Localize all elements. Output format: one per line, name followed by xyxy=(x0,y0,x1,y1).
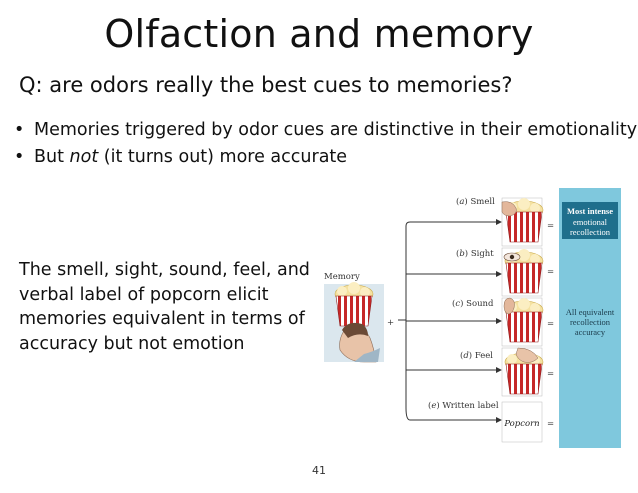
bullet-text: Memories triggered by odor cues are dist… xyxy=(34,120,638,140)
ear-icon xyxy=(503,297,515,315)
bullet-list: • Memories triggered by odor cues are dis… xyxy=(14,117,637,171)
cue-image-written: Popcorn xyxy=(501,401,543,443)
bullet-prefix: But xyxy=(34,147,70,167)
cue-label-feel: (d) Feel xyxy=(460,350,493,361)
top-result-line: recollection xyxy=(570,227,611,237)
cue-label-sound: (c) Sound xyxy=(452,298,494,309)
equals-sign: = xyxy=(547,369,554,379)
bottom-result-line: accuracy xyxy=(575,327,606,337)
top-result-line: emotional xyxy=(573,217,608,227)
bullet-dot: • xyxy=(14,120,25,140)
cue-image-feel xyxy=(501,347,544,397)
figure-description: The smell, sight, sound, feel, and verba… xyxy=(19,260,310,354)
slide-question: Q: are odors really the best cues to mem… xyxy=(19,73,513,97)
bullet-emphasis: not xyxy=(69,147,99,167)
person-head-illustration xyxy=(324,281,384,363)
slide-title: Olfaction and memory xyxy=(104,12,534,56)
hand-icon xyxy=(515,347,539,363)
bullet-dot: • xyxy=(14,147,25,167)
cue-image-smell xyxy=(501,197,544,247)
nose-icon xyxy=(501,201,517,217)
top-result-box xyxy=(562,202,618,239)
arrowheads xyxy=(496,219,502,423)
equals-sign: = xyxy=(547,267,554,277)
bullet-item: • But not (it turns out) more accurate xyxy=(14,144,637,171)
cue-image-sight xyxy=(501,247,544,297)
cue-image-sound xyxy=(501,297,544,347)
page-number: 41 xyxy=(312,464,326,477)
bottom-result-line: All equivalent xyxy=(566,307,615,317)
bullet-text: (it turns out) more accurate xyxy=(98,147,348,167)
equals-sign: = xyxy=(547,221,554,231)
cue-connector xyxy=(398,221,496,421)
bottom-result-line: recollection xyxy=(570,317,611,327)
cue-label-smell: (a) Smell xyxy=(456,196,495,207)
equals-sign: = xyxy=(547,419,554,429)
top-result-line: Most intense xyxy=(567,206,613,216)
memory-label: Memory xyxy=(324,272,360,282)
equals-sign: = xyxy=(547,319,554,329)
bullet-item: • Memories triggered by odor cues are dis… xyxy=(14,117,637,144)
cue-label-sight: (b) Sight xyxy=(456,248,494,259)
cue-label-written: (e) Written label xyxy=(428,400,499,411)
eye-icon xyxy=(503,252,521,262)
popcorn-memory-figure: Most intense emotional recollection All … xyxy=(324,188,621,448)
plus-sign: + xyxy=(387,318,394,328)
written-word-card: Popcorn xyxy=(503,419,539,429)
